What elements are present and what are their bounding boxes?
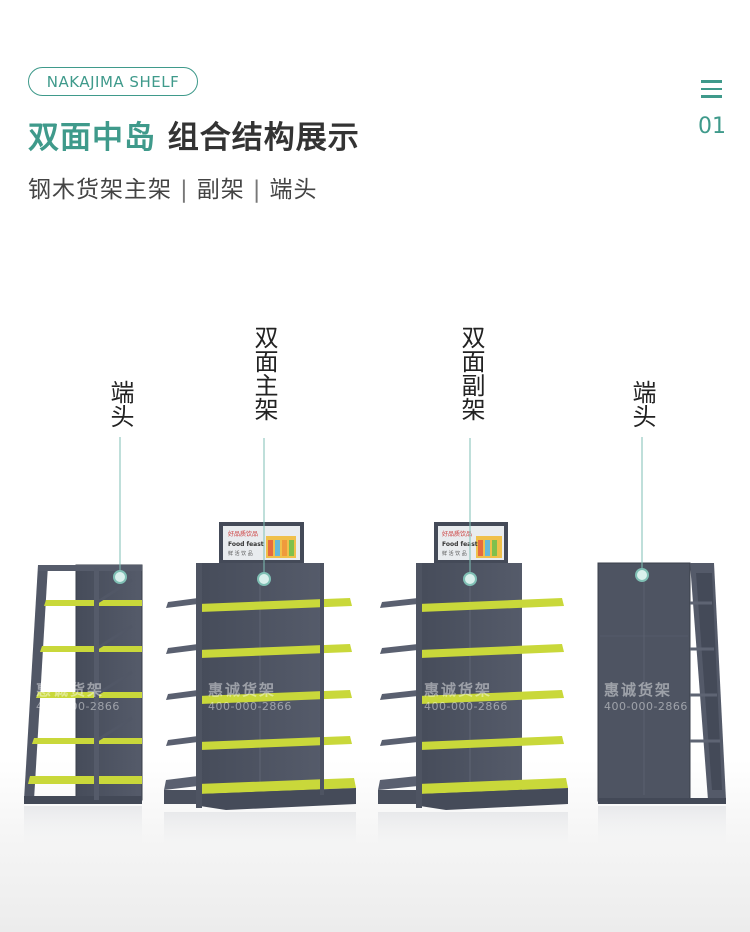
- watermark-phone: 400-000-2866: [604, 700, 688, 713]
- watermark-brand: 惠诚货架: [208, 681, 277, 699]
- menu-icon[interactable]: [701, 80, 722, 98]
- sign-sub-line3: 鲜 活 饮 品: [442, 550, 467, 557]
- watermark-phone: 400-000-2866: [424, 700, 508, 713]
- left-end-shelf: [24, 564, 143, 804]
- label-right-end: 端头: [628, 380, 656, 428]
- watermark-phone: 400-000-2866: [208, 700, 292, 713]
- right-end-shelf: [597, 562, 726, 804]
- watermark-brand: 惠诚货架: [36, 681, 105, 699]
- subtitle-part-sub: 副架: [196, 177, 245, 203]
- title-accent: 双面中岛: [28, 120, 156, 156]
- subtitle: 钢木货架主架 | 副架 | 端头: [28, 170, 318, 204]
- subtitle-part-main: 钢木货架主架: [28, 177, 172, 203]
- sub-frame-shelf: 好品质饮品 Food feast 鲜 活 饮 品: [378, 522, 568, 810]
- watermark-brand: 惠诚货架: [604, 681, 673, 699]
- anchor-dot: [635, 568, 649, 582]
- anchor-dot: [113, 570, 127, 584]
- sign-main-line1: 好品质饮品: [228, 530, 258, 538]
- subtitle-divider: |: [180, 177, 189, 203]
- sign-sub-line2: Food feast: [442, 541, 478, 548]
- watermark-brand: 惠诚货架: [424, 681, 493, 699]
- label-sub-frame: 双面副架: [457, 325, 485, 421]
- anchor-dot: [463, 572, 477, 586]
- label-left-end: 端头: [106, 380, 134, 428]
- main-frame-shelf: 好品质饮品 Food feast 鲜 活 饮 品: [164, 522, 356, 810]
- subtitle-divider: |: [252, 177, 262, 203]
- page-number: 01: [698, 114, 726, 139]
- subtitle-part-end: 端头: [269, 177, 318, 203]
- sign-main-line3: 鲜 活 饮 品: [228, 550, 253, 557]
- brand-badge: NAKAJIMA SHELF: [28, 67, 198, 96]
- anchor-dot: [257, 572, 271, 586]
- page-title: 双面中岛 组合结构展示: [28, 112, 360, 157]
- sign-sub-line1: 好品质饮品: [442, 530, 472, 538]
- sign-main-line2: Food feast: [228, 541, 264, 548]
- watermark-phone: 400-000-2866: [36, 700, 120, 713]
- label-main-frame: 双面主架: [250, 325, 278, 421]
- title-rest: 组合结构展示: [156, 120, 360, 156]
